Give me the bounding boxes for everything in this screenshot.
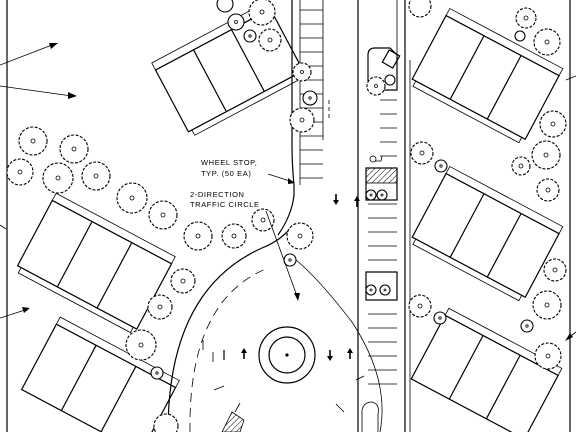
tree-symbol [515,7,537,29]
tree-symbol [408,0,432,18]
traffic-direction-arrow [327,350,333,361]
tree-symbol [365,284,377,296]
wheel-stop-label-1: WHEEL STOP, [201,158,257,167]
tree-symbol [543,258,567,282]
parking-stalls-right [368,99,397,385]
traffic-direction-arrows [223,194,360,361]
wheel-stop-label-2: TYP. (50 EA) [201,169,251,178]
tree-symbol [116,182,148,214]
tree-symbol [147,294,173,320]
hatched-area [221,411,245,432]
tree-symbol [366,76,386,96]
tree-symbol [283,253,297,267]
tree-symbol [183,221,213,251]
tree-symbol [292,62,312,82]
tree-symbol [302,90,318,106]
tree-symbol [18,126,48,156]
tree-symbol [434,159,448,173]
tree-symbol [408,294,432,318]
tree-symbol [520,319,534,333]
trees [6,0,567,432]
traffic-direction-arrow [347,348,353,359]
tree-symbol [531,140,561,170]
tree-symbol [379,284,391,296]
tree-symbol [153,413,179,432]
tree-symbol [150,366,164,380]
traffic-circle [167,225,383,432]
curb-island [361,401,379,432]
tree-symbol [248,0,276,26]
tree-symbol [534,342,562,370]
building-footprint [411,165,564,302]
main-drive [277,0,411,432]
tree-symbol [59,134,89,164]
traffic-circle-label-2: TRAFFIC CIRCLE [190,200,260,209]
tree-symbol [289,107,315,133]
tree-symbol [539,110,567,138]
tree-symbol [376,189,388,201]
tree-symbol [227,13,245,31]
tree-symbol [433,311,447,325]
traffic-direction-arrow [333,194,339,205]
tree-symbol [410,141,434,165]
tree-symbol [258,28,282,52]
tree-symbol [148,200,178,230]
median-islands [365,47,398,301]
tree-symbol [365,189,377,201]
left-flow-arrows [0,43,77,319]
tree-symbol [243,29,257,43]
tree-symbol [514,30,526,42]
building-footprint [411,7,564,144]
wheel-stop-bar [381,49,401,69]
central-island-inner [268,336,306,374]
traffic-direction-arrow [354,196,360,207]
right-flow-arrows [565,75,576,341]
building-footprint [151,1,304,136]
tree-symbol [384,74,396,86]
tree-symbol [221,223,247,249]
tree-symbol [511,156,531,176]
traffic-circle-label-1: 2-DIRECTION [190,190,245,199]
traffic-direction-arrow [241,348,247,359]
tree-symbol [125,329,157,361]
tree-symbol [286,222,314,250]
tree-symbol [170,268,196,294]
accessible-parking-symbol [369,155,383,163]
tree-symbol [81,161,111,191]
building-footprint [16,192,176,334]
tree-symbol [536,178,560,202]
tree-symbol [42,162,74,194]
tree-symbol [251,208,275,232]
tree-symbol [216,0,234,13]
building-footprint [410,307,563,432]
tree-symbol [532,290,562,320]
label-leaders [265,173,300,301]
tree-symbol [533,28,561,56]
central-island-outer [258,326,316,384]
tree-symbol [6,158,34,186]
